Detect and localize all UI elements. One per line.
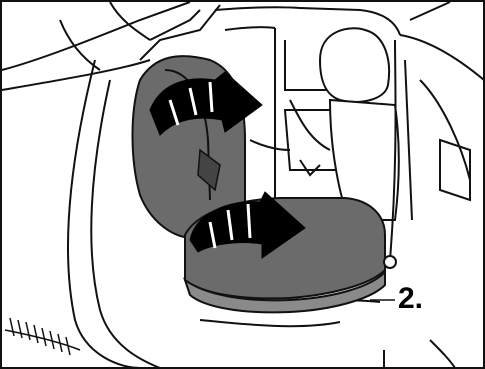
- step-number-label: 2.: [398, 284, 423, 314]
